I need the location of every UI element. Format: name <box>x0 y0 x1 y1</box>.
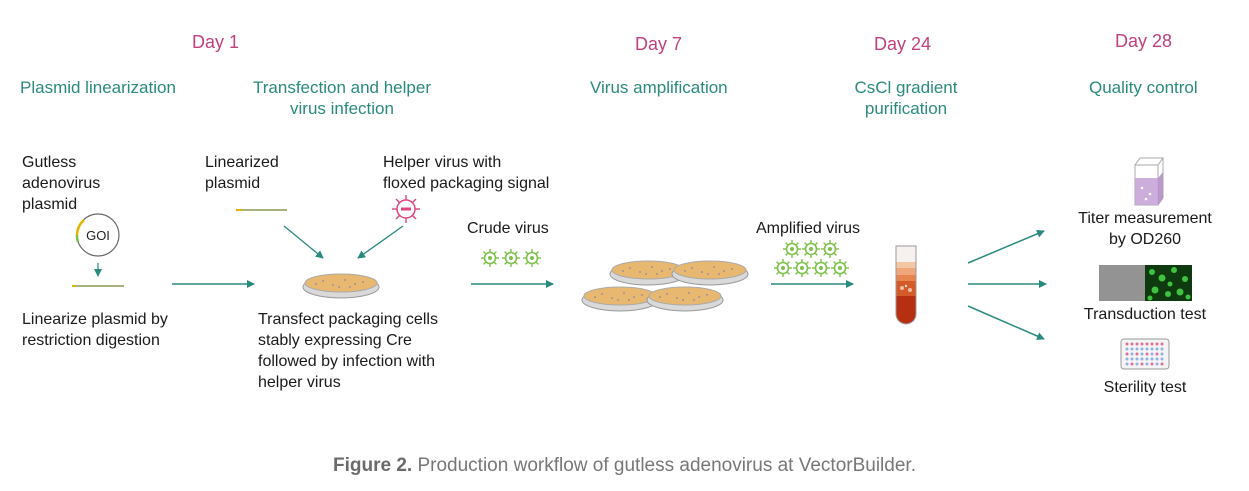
step-quality-control: Quality control <box>1089 78 1198 97</box>
plasmid-circle-icon <box>75 213 120 257</box>
step-transfection-line1: Transfection and helper <box>253 78 431 97</box>
cscl-tube-icon <box>895 245 917 325</box>
helper-line2: floxed packaging signal <box>383 175 550 192</box>
caption-prefix: Figure 2. <box>333 455 413 476</box>
helper-virus-icon <box>392 195 420 223</box>
crude-virus-label: Crude virus <box>467 220 549 237</box>
goi-text: GOI <box>86 228 110 243</box>
step-virus-amplification: Virus amplification <box>590 78 728 97</box>
caption-text: Production workflow of gutless adenoviru… <box>412 455 916 476</box>
linearized-line1: Linearized <box>205 154 279 171</box>
linearized-plasmid-label: Linearized plasmid <box>205 152 279 194</box>
day-1-label: Day 1 <box>192 32 240 52</box>
sterility-label: Sterility test <box>1103 379 1187 396</box>
step-cscl-purification: CsCl gradient purification <box>826 77 986 119</box>
cuvette-icon <box>1134 157 1164 206</box>
helper-line1: Helper virus with <box>383 154 502 171</box>
amplification-dishes-icon <box>581 260 749 312</box>
arrow-to-sterility <box>967 305 1045 340</box>
petri-dish-icon <box>302 273 380 299</box>
gutless-plasmid-label: Gutless adenovirus plasmid <box>22 152 100 215</box>
titer-line1: Titer measurement <box>1078 210 1212 227</box>
titer-label: Titer measurement by OD260 <box>1060 208 1230 250</box>
sterility-plate-icon <box>1120 338 1170 370</box>
transduction-label: Transduction test <box>1083 306 1207 323</box>
transfect-label: Transfect packaging cells stably express… <box>258 309 438 393</box>
step-transfection-line2: virus infection <box>290 99 394 118</box>
step-cscl-line1: CsCl gradient <box>854 78 958 97</box>
linearize-line1: Linearize plasmid by <box>22 311 168 328</box>
amplified-virus-label: Amplified virus <box>756 220 861 237</box>
step-cscl-line2: purification <box>864 99 948 118</box>
transduction-image-icon <box>1099 265 1192 301</box>
day-28-label: Day 28 <box>1115 31 1173 51</box>
helper-virus-label: Helper virus with floxed packaging signa… <box>383 152 549 194</box>
figure-caption: Figure 2. Production workflow of gutless… <box>0 455 1249 477</box>
gutless-line3: plasmid <box>22 196 78 213</box>
gutless-line1: Gutless <box>22 154 77 171</box>
step-transfection: Transfection and helper virus infection <box>232 77 452 119</box>
day-24-label: Day 24 <box>874 34 932 54</box>
arrow-to-titer <box>967 230 1045 264</box>
day-7-label: Day 7 <box>635 34 683 54</box>
crude-virus-icon <box>480 248 542 268</box>
linearize-label: Linearize plasmid by restriction digesti… <box>22 309 168 351</box>
step-plasmid-linearization: Plasmid linearization <box>20 78 176 97</box>
arrow-linearized-to-dish <box>283 225 324 259</box>
transfect-line3: followed by infection with <box>258 353 435 370</box>
amplified-virus-icon <box>773 239 850 278</box>
transfect-line1: Transfect packaging cells <box>258 311 438 328</box>
titer-line2: by OD260 <box>1108 231 1182 248</box>
linearize-line2: restriction digestion <box>22 332 160 349</box>
linearized-line2: plasmid <box>205 175 261 192</box>
transfect-line2: stably expressing Cre <box>258 332 412 349</box>
transfect-line4: helper virus <box>258 374 341 391</box>
arrow-helper-to-dish <box>357 225 404 259</box>
gutless-line2: adenovirus <box>22 175 101 192</box>
